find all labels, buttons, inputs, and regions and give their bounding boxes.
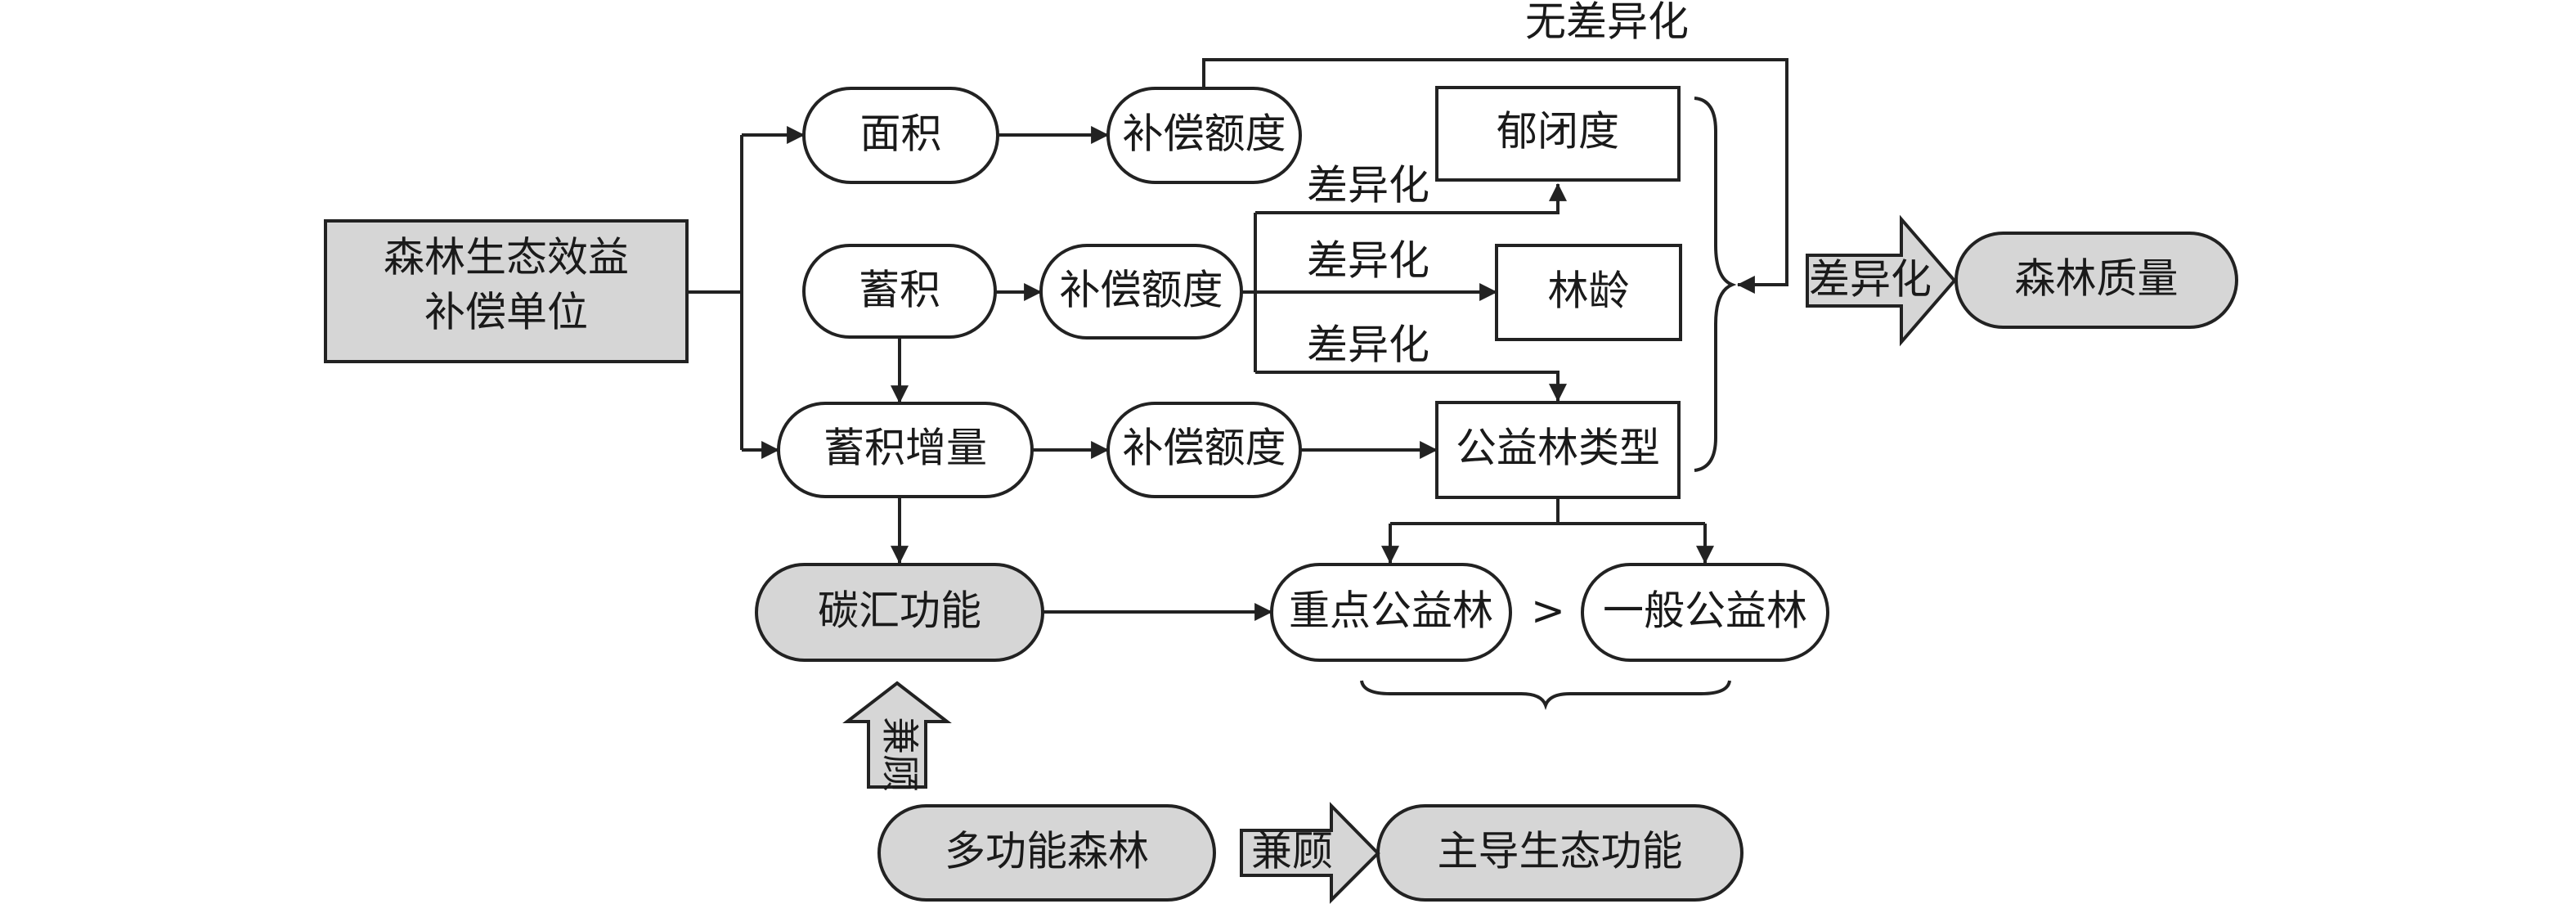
public-forest-type-node: 公益林类型 xyxy=(1435,401,1681,499)
differentiation-label-2: 差异化 xyxy=(1307,237,1429,285)
edge-no-diff-loop xyxy=(1202,58,1788,294)
edges xyxy=(687,58,1788,621)
dominant-eco-function-node: 主导生态功能 xyxy=(1376,804,1744,902)
greater-than-sign: > xyxy=(1531,587,1565,635)
both-horizontal-block-arrow: 兼顾 xyxy=(1240,802,1380,904)
general-public-forest-label: 一般公益林 xyxy=(1603,587,1807,635)
edge-to-canopy xyxy=(1255,182,1567,214)
stock-node: 蓄积 xyxy=(802,244,997,339)
comp-amount-2-label: 补偿额度 xyxy=(1060,267,1223,314)
stock-increment-node: 蓄积增量 xyxy=(777,402,1034,498)
public-forest-type-label: 公益林类型 xyxy=(1456,425,1660,472)
comp-amount-1-node: 补偿额度 xyxy=(1106,87,1302,184)
differentiation-label-3: 差异化 xyxy=(1307,322,1429,369)
forest-quality-node: 森林质量 xyxy=(1954,232,2238,329)
bottom-brace xyxy=(1360,680,1731,710)
forest-age-node: 林龄 xyxy=(1495,244,1682,341)
no-differentiation-label: 无差异化 xyxy=(1525,0,1689,46)
comp-amount-1-label: 补偿额度 xyxy=(1123,110,1286,158)
both-vertical-block-arrow: 兼顾 xyxy=(842,681,952,792)
comp-amount-3-label: 补偿额度 xyxy=(1123,425,1286,472)
multifunctional-forest-label: 多功能森林 xyxy=(945,828,1149,875)
key-public-forest-node: 重点公益林 xyxy=(1270,563,1512,662)
forest-age-label: 林龄 xyxy=(1548,268,1630,315)
source-node: 森林生态效益 补偿单位 xyxy=(324,219,689,363)
source-label-line1: 森林生态效益 xyxy=(384,234,629,281)
source-label-line2: 补偿单位 xyxy=(424,289,588,336)
area-node: 面积 xyxy=(802,87,999,184)
carbon-sink-node: 碳汇功能 xyxy=(755,563,1044,662)
differentiation-arrow-label: 差异化 xyxy=(1809,256,1932,304)
area-label: 面积 xyxy=(860,110,942,158)
canopy-density-node: 郁闭度 xyxy=(1435,86,1681,182)
forest-quality-label: 森林质量 xyxy=(2015,255,2179,303)
edge-to-type xyxy=(1255,371,1567,403)
key-public-forest-label: 重点公益林 xyxy=(1289,587,1493,635)
right-brace xyxy=(1694,97,1737,472)
general-public-forest-node: 一般公益林 xyxy=(1581,563,1829,662)
multifunctional-forest-node: 多功能森林 xyxy=(877,804,1216,902)
differentiation-label-1: 差异化 xyxy=(1307,162,1429,209)
stock-increment-label: 蓄积增量 xyxy=(824,425,987,472)
dominant-eco-function-label: 主导生态功能 xyxy=(1438,828,1683,875)
both-vertical-arrow-label: 兼顾 xyxy=(878,717,922,792)
comp-amount-3-node: 补偿额度 xyxy=(1106,402,1302,498)
differentiation-block-arrow: 差异化 xyxy=(1806,214,1957,347)
carbon-sink-label: 碳汇功能 xyxy=(818,587,981,635)
comp-amount-2-node: 补偿额度 xyxy=(1039,244,1243,340)
both-horizontal-arrow-label: 兼顾 xyxy=(1251,828,1333,875)
canopy-density-label: 郁闭度 xyxy=(1497,108,1619,155)
stock-label: 蓄积 xyxy=(859,267,940,314)
